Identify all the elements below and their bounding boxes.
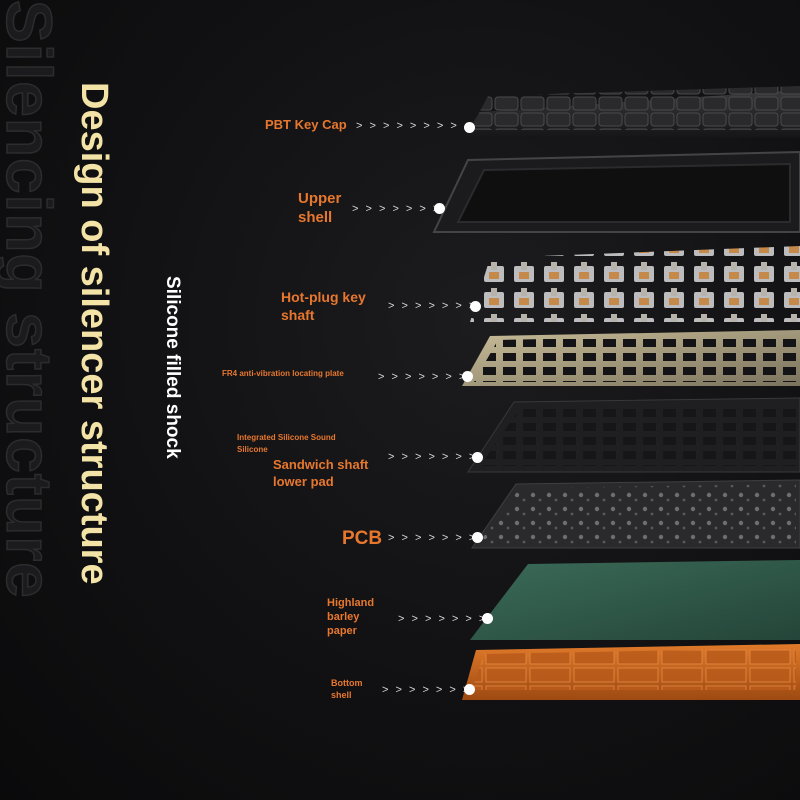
- upper-shell-layer: [432, 150, 800, 233]
- pointer-arrow-switch: > > > > > > >: [388, 300, 478, 312]
- label-sandwich-small: Integrated Silicone Sound Silicone: [237, 432, 336, 456]
- pointer-dot-keycap: [464, 122, 475, 133]
- label-switch-line1: Hot-plug key: [281, 289, 366, 305]
- label-sandwich: Sandwich shaft lower pad: [273, 456, 368, 490]
- pcb-layer: [471, 479, 800, 549]
- pointer-arrow-plate: > > > > > > >: [378, 371, 468, 383]
- label-switch-line2: shaft: [281, 307, 315, 323]
- label-plate: FR4 anti-vibration locating plate: [222, 369, 344, 378]
- label-upper-shell-line2: shell: [298, 209, 333, 226]
- pointer-arrow-keycap: > > > > > > > >: [356, 120, 459, 132]
- pointer-arrow-paper: > > > > > > >: [398, 613, 488, 625]
- label-sandwich-line2: lower pad: [273, 474, 334, 489]
- pointer-dot-pcb: [472, 532, 483, 543]
- label-pcb: PCB: [342, 528, 383, 549]
- keycap-layer: [462, 86, 800, 138]
- label-bottom-shell: Bottom shell: [331, 677, 363, 701]
- label-sandwich-small-line2: Silicone: [237, 445, 268, 454]
- pointer-dot-switch: [470, 301, 481, 312]
- label-paper-line3: paper: [327, 625, 357, 637]
- pointer-dot-paper: [482, 613, 493, 624]
- label-upper-shell: Upper shell: [298, 189, 341, 227]
- pointer-dot-upper-shell: [434, 203, 445, 214]
- bottom-shell-layer: [462, 644, 800, 700]
- pointer-arrow-upper-shell: > > > > > > >: [352, 203, 442, 215]
- background-watermark-text: Silencing structure: [0, 0, 64, 599]
- label-sandwich-small-line1: Integrated Silicone Sound: [237, 433, 336, 442]
- pointer-dot-sandwich: [472, 452, 483, 463]
- pointer-dot-bottom-shell: [464, 684, 475, 695]
- page-subtitle: Silicone filled shock: [162, 276, 183, 459]
- label-switch: Hot-plug key shaft: [281, 288, 366, 324]
- label-sandwich-line1: Sandwich shaft: [273, 457, 369, 472]
- pointer-dot-plate: [462, 371, 473, 382]
- label-upper-shell-line1: Upper: [298, 190, 342, 207]
- label-paper-line1: Highland: [327, 597, 375, 609]
- pointer-arrow-pcb: > > > > > > >: [388, 532, 478, 544]
- label-bottom-shell-line2: shell: [331, 690, 352, 700]
- switch-layer: [470, 246, 800, 322]
- pointer-arrow-bottom-shell: > > > > > > >: [382, 684, 472, 696]
- page-title: Design of silencer structure: [73, 82, 115, 585]
- label-paper-line2: barley: [327, 611, 360, 623]
- pointer-arrow-sandwich: > > > > > > >: [388, 451, 478, 463]
- sandwich-layer: [467, 397, 800, 473]
- label-bottom-shell-line1: Bottom: [331, 678, 363, 688]
- label-paper: Highland barley paper: [327, 596, 374, 638]
- paper-layer: [470, 560, 800, 640]
- plate-layer: [462, 330, 800, 386]
- label-keycap: PBT Key Cap: [265, 117, 347, 132]
